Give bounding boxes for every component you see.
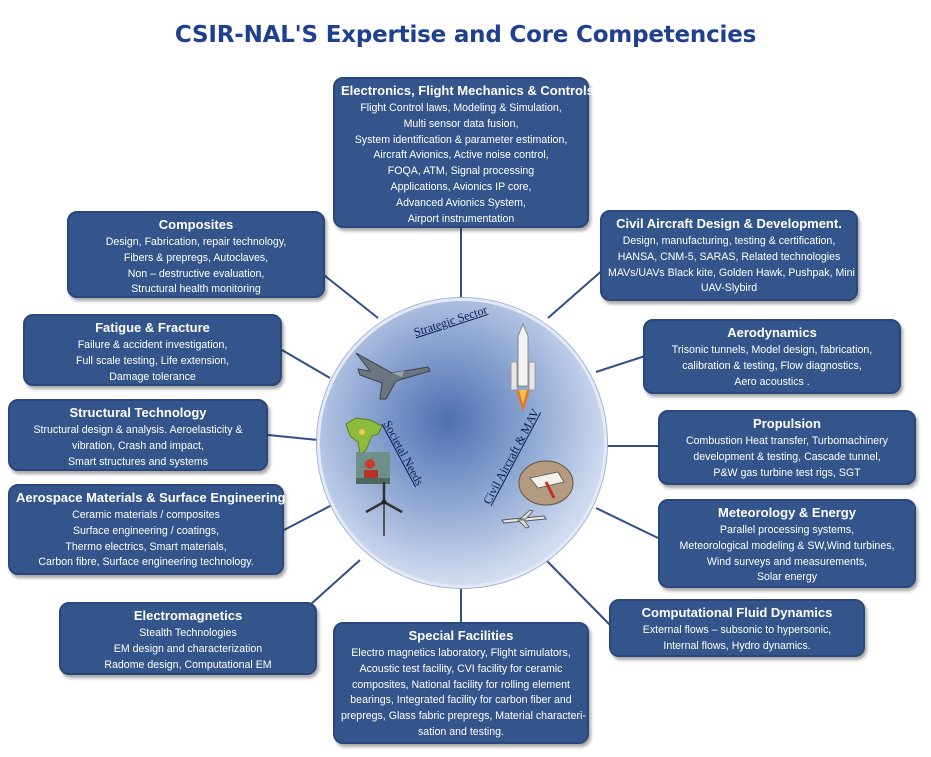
box-line: Airport instrumentation <box>341 212 581 228</box>
box-title: Electromagnetics <box>67 608 309 624</box>
box-line: bearings, Integrated facility for carbon… <box>341 693 581 709</box>
box-line: Surface engineering / coatings, <box>16 524 276 540</box>
box-title: Structural Technology <box>16 405 260 421</box>
box-title: Computational Fluid Dynamics <box>617 605 857 621</box>
box-title: Composites <box>75 217 317 233</box>
box-line: development & testing, Cascade tunnel, <box>666 450 908 466</box>
box-line: MAVs/UAVs Black kite, Golden Hawk, Pushp… <box>608 266 850 282</box>
electronics-box: Electronics, Flight Mechanics & Controls… <box>333 77 589 228</box>
box-line: Combustion Heat transfer, Turbomachinery <box>666 434 908 450</box>
mav-photo-icon <box>518 458 574 508</box>
box-line: Flight Control laws, Modeling & Simulati… <box>341 101 581 117</box>
box-line: Meteorological modeling & SW,Wind turbin… <box>666 539 908 555</box>
box-line: Radome design, Computational EM <box>67 658 309 674</box>
materials-box: Aerospace Materials & Surface Engineerin… <box>8 484 284 575</box>
box-title: Civil Aircraft Design & Development. <box>608 216 850 232</box>
connector-meteorology <box>596 508 658 538</box>
box-line: prepregs, Glass fabric prepregs, Materia… <box>341 709 581 725</box>
box-line: Full scale testing, Life extension, <box>31 354 274 370</box>
connector-aerodynamics <box>596 356 645 372</box>
box-line: Parallel processing systems, <box>666 523 908 539</box>
box-line: EM design and characterization <box>67 642 309 658</box>
connector-civil-aircraft <box>548 268 605 318</box>
rocket-icon <box>508 322 538 414</box>
box-line: Failure & accident investigation, <box>31 338 274 354</box>
box-line: Design, Fabrication, repair technology, <box>75 235 317 251</box>
box-line: External flows – subsonic to hypersonic, <box>617 623 857 639</box>
connector-fatigue <box>282 350 330 378</box>
civil-aircraft-box: Civil Aircraft Design & Development. Des… <box>600 210 858 301</box>
box-line: Structural health monitoring <box>75 282 317 298</box>
box-line: Acoustic test facility, CVI facility for… <box>341 662 581 678</box>
box-line: Carbon fibre, Surface engineering techno… <box>16 555 276 571</box>
fighter-jet-icon <box>352 347 432 403</box>
box-title: Fatigue & Fracture <box>31 320 274 336</box>
box-line: Electro magnetics laboratory, Flight sim… <box>341 646 581 662</box>
box-title: Electronics, Flight Mechanics & Controls <box>341 83 581 99</box>
composites-box: Composites Design, Fabrication, repair t… <box>67 211 325 298</box>
box-line: composites, National facility for rollin… <box>341 678 581 694</box>
box-line: UAV-Slybird <box>608 281 850 297</box>
box-title: Aerodynamics <box>651 325 893 341</box>
box-line: sation and testing. <box>341 725 581 741</box>
box-line: HANSA, CNM-5, SARAS, Related technologie… <box>608 250 850 266</box>
box-line: calibration & testing, Flow diagnostics, <box>651 359 893 375</box>
box-line: Fibers & prepregs, Autoclaves, <box>75 251 317 267</box>
box-line: Applications, Avionics IP core, <box>341 180 581 196</box>
box-line: vibration, Crash and impact, <box>16 439 260 455</box>
propulsion-box: Propulsion Combustion Heat transfer, Tur… <box>658 410 916 485</box>
wind-turbine-icon <box>362 480 406 536</box>
connector-materials <box>284 505 332 530</box>
box-line: Damage tolerance <box>31 370 274 386</box>
aerodynamics-box: Aerodynamics Trisonic tunnels, Model des… <box>643 319 901 394</box>
box-line: System identification & parameter estima… <box>341 133 581 149</box>
box-line: Solar energy <box>666 570 908 586</box>
box-title: Meteorology & Energy <box>666 505 908 521</box>
meteorology-box: Meteorology & Energy Parallel processing… <box>658 499 916 588</box>
box-line: Trisonic tunnels, Model design, fabricat… <box>651 343 893 359</box>
box-line: Aircraft Avionics, Active noise control, <box>341 148 581 164</box>
box-line: Structural design & analysis. Aeroelasti… <box>16 423 260 439</box>
box-line: Advanced Avionics System, <box>341 196 581 212</box>
electromagnetics-box: Electromagnetics Stealth Technologies EM… <box>59 602 317 675</box>
box-line: Stealth Technologies <box>67 626 309 642</box>
structural-box: Structural Technology Structural design … <box>8 399 268 471</box>
box-title: Special Facilities <box>341 628 581 644</box>
box-line: Aero acoustics . <box>651 375 893 391</box>
cfd-box: Computational Fluid Dynamics External fl… <box>609 599 865 657</box>
box-title: Aerospace Materials & Surface Engineerin… <box>16 490 276 506</box>
box-line: Ceramic materials / composites <box>16 508 276 524</box>
box-line: Smart structures and systems <box>16 455 260 471</box>
box-line: Internal flows, Hydro dynamics. <box>617 639 857 655</box>
connector-cfd <box>546 560 610 625</box>
box-line: Thermo electrics, Smart materials, <box>16 540 276 556</box>
box-line: P&W gas turbine test rigs, SGT <box>666 466 908 482</box>
box-line: Design, manufacturing, testing & certifi… <box>608 234 850 250</box>
box-line: FOQA, ATM, Signal processing <box>341 164 581 180</box>
civil-aircraft-icon <box>500 508 548 530</box>
box-line: Wind surveys and measurements, <box>666 555 908 571</box>
special-facilities-box: Special Facilities Electro magnetics lab… <box>333 622 589 744</box>
india-map-icon <box>342 416 386 456</box>
box-title: Propulsion <box>666 416 908 432</box>
box-line: Non – destructive evaluation, <box>75 267 317 283</box>
box-line: Multi sensor data fusion, <box>341 117 581 133</box>
fatigue-box: Fatigue & Fracture Failure & accident in… <box>23 314 282 386</box>
connector-structural <box>268 435 318 440</box>
